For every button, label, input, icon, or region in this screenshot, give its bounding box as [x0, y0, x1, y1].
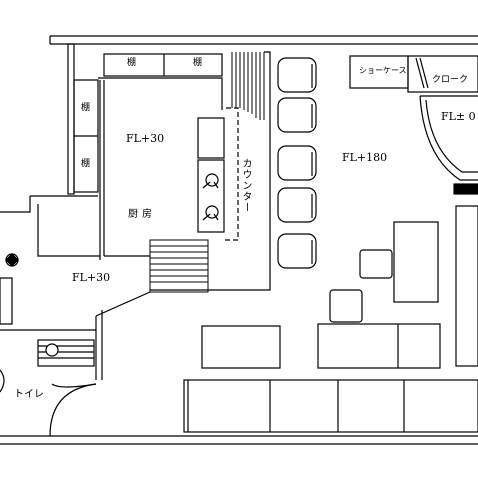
- shelf-top-right-label: 棚: [193, 58, 203, 68]
- hall-level-label: FL+180: [342, 151, 388, 164]
- chair-square-2: [329, 289, 363, 323]
- toilet-label: トイレ: [14, 389, 44, 400]
- kitchen-level-label: FL+30: [126, 132, 165, 145]
- right-level-label: FL± 0: [441, 110, 476, 123]
- cloak-box: [407, 55, 478, 93]
- shelf-left-lower-label: 棚: [81, 159, 91, 169]
- chair-square: [359, 249, 393, 279]
- left-panel: [0, 277, 13, 325]
- shelf-top: [103, 53, 223, 77]
- sink-unit: [197, 159, 225, 233]
- kitchen-counter-box: [197, 117, 225, 159]
- kitchen-label: 厨房: [128, 209, 156, 220]
- counter-label: カウンター: [240, 158, 251, 213]
- showcase-label: ショーケース: [359, 66, 407, 75]
- right-area-outline: [419, 95, 478, 181]
- sofa-left: [201, 325, 281, 369]
- left-wall: [67, 43, 75, 195]
- toilet-door-swing: [49, 383, 97, 437]
- cloak-label: クローク: [432, 75, 469, 85]
- toilet-fixture: [37, 339, 95, 367]
- bench-bottom: [183, 379, 478, 433]
- shelf-left-upper-label: 棚: [81, 103, 91, 113]
- kitchen-stairs: [149, 239, 209, 293]
- right-step: [453, 183, 478, 195]
- counter-stripes: [231, 52, 265, 120]
- shelf-top-left-label: 棚: [127, 58, 137, 68]
- sofa-mid: [317, 323, 441, 369]
- table-right: [393, 221, 439, 303]
- bar-stools: [277, 57, 317, 269]
- left-level-label: FL+30: [72, 271, 111, 284]
- bench-right: [455, 205, 478, 367]
